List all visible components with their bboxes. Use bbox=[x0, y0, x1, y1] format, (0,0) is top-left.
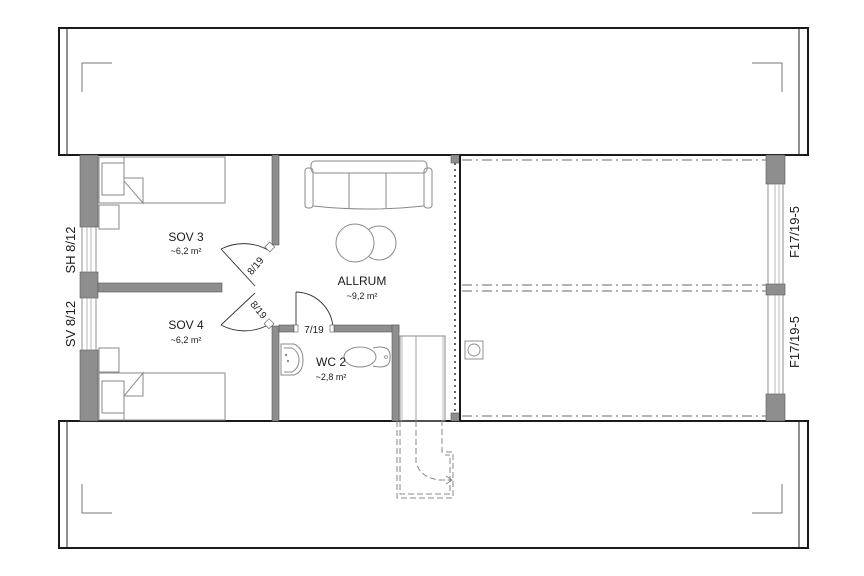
toilet bbox=[343, 346, 391, 368]
door-code-wc2: 7/19 bbox=[304, 325, 324, 336]
window-right-bottom bbox=[767, 294, 784, 395]
window-label-sh: SH 8/12 bbox=[63, 227, 78, 274]
door-code-sov3: 8/19 bbox=[246, 255, 267, 277]
drain-symbol bbox=[464, 340, 484, 360]
window-label-f17-bottom: F17/19-5 bbox=[787, 316, 802, 368]
room-area-sov4: ~6,2 m² bbox=[171, 335, 202, 345]
room-area-wc2: ~2,8 m² bbox=[316, 372, 347, 382]
room-wc2: WC 2 ~2,8 m² bbox=[316, 355, 347, 382]
door-sov4[interactable]: 8/19 bbox=[220, 292, 275, 332]
bed-sov4 bbox=[98, 347, 226, 421]
room-sov4: SOV 4 ~6,2 m² bbox=[168, 318, 204, 345]
storage-dashed-lines bbox=[462, 159, 766, 417]
coffee-tables bbox=[335, 223, 397, 263]
window-label-f17-top: F17/19-5 bbox=[787, 206, 802, 258]
roof-area-bottom bbox=[58, 420, 809, 549]
roof-area-top bbox=[58, 27, 809, 156]
room-area-allrum: ~9,2 m² bbox=[347, 291, 378, 301]
window-label-sv: SV 8/12 bbox=[63, 301, 78, 347]
window-right-top bbox=[767, 183, 784, 285]
room-name-wc2: WC 2 bbox=[316, 355, 346, 369]
door-wc2[interactable]: 7/19 bbox=[293, 291, 335, 336]
staircase bbox=[396, 335, 454, 499]
knee-wall-partition bbox=[454, 155, 461, 421]
interior-walls bbox=[97, 154, 461, 422]
room-allrum: ALLRUM ~9,2 m² bbox=[338, 274, 387, 301]
window-left-bottom bbox=[81, 297, 97, 351]
washbasin bbox=[280, 343, 304, 376]
room-name-sov4: SOV 4 bbox=[168, 318, 204, 332]
room-area-sov3: ~6,2 m² bbox=[171, 246, 202, 256]
left-exterior-wall bbox=[79, 154, 99, 422]
right-exterior-wall bbox=[765, 154, 786, 422]
room-name-allrum: ALLRUM bbox=[338, 274, 387, 288]
sofa bbox=[304, 160, 433, 210]
room-sov3: SOV 3 ~6,2 m² bbox=[168, 230, 204, 256]
room-name-sov3: SOV 3 bbox=[168, 230, 204, 244]
bed-sov3 bbox=[98, 156, 226, 230]
door-code-sov4: 8/19 bbox=[247, 299, 268, 321]
door-sov3[interactable]: 8/19 bbox=[220, 241, 276, 287]
window-left-top bbox=[81, 226, 97, 273]
